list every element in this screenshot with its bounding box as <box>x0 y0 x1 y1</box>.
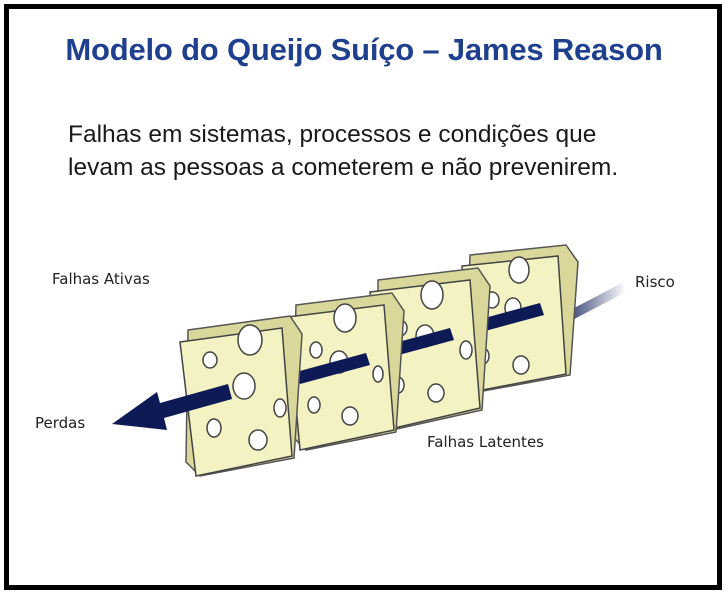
page-title: Modelo do Queijo Suíço – James Reason <box>65 32 663 67</box>
latent-failures-label: Falhas Latentes <box>427 433 544 451</box>
active-failures-label: Falhas Ativas <box>52 270 150 288</box>
risk-label: Risco <box>635 273 675 291</box>
subtitle-text: Falhas em sistemas, processos e condiçõe… <box>68 118 688 184</box>
cheese-slice-2 <box>287 292 405 451</box>
subtitle-line-1: Falhas em sistemas, processos e condiçõe… <box>68 121 597 148</box>
arrow-segment-1 <box>296 353 370 384</box>
subtitle-line-2: levam as pessoas a cometerem e não preve… <box>68 154 619 181</box>
losses-label: Perdas <box>35 414 86 432</box>
arrow-segment-3 <box>470 303 544 334</box>
cheese-slice-1 <box>179 315 303 477</box>
losses-arrow <box>112 384 232 430</box>
